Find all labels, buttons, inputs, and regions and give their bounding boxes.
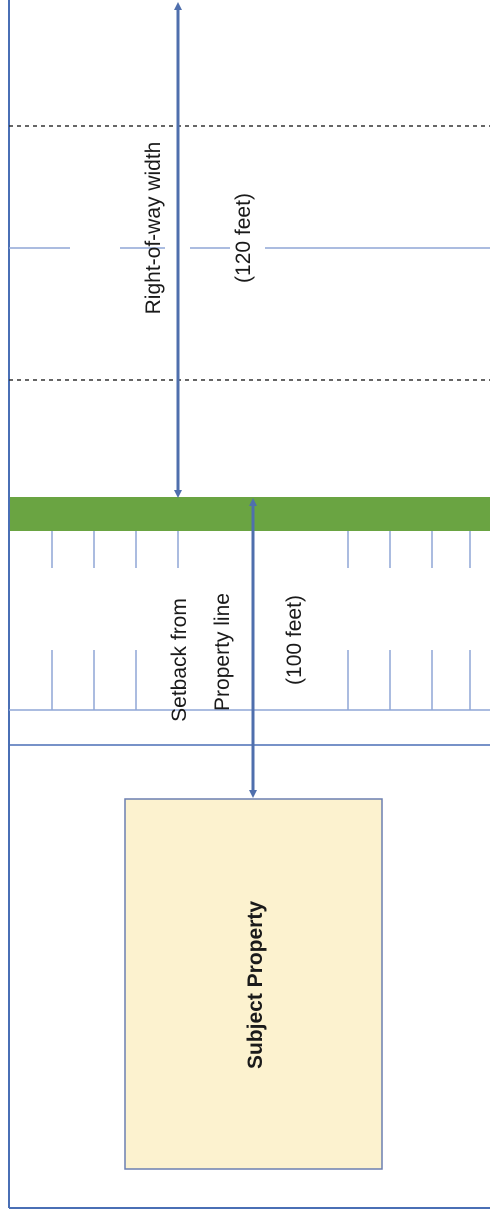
page-frame — [8, 0, 490, 1209]
row-value-label: (120 feet) — [232, 193, 255, 283]
subject-property-box — [124, 798, 383, 1170]
subject-property-label: Subject Property — [244, 900, 267, 1070]
setback-line1-label: Setback from — [168, 598, 191, 722]
property-line-strip — [10, 497, 490, 531]
parking-stalls — [9, 531, 490, 746]
row-title-label: Right-of-way width — [142, 141, 165, 315]
setback-value-label: (100 feet) — [283, 595, 306, 685]
setback-line2-label: Property line — [211, 593, 234, 711]
right-of-way-boundaries — [9, 125, 490, 381]
